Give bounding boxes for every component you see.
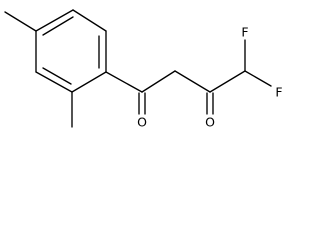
aryl-carbonyl-bond (105, 71, 143, 93)
ring-inner-double-bond-1 (42, 16, 74, 36)
methylene-carbonyl-bond (174, 70, 211, 93)
ring-bond-3 (35, 71, 73, 93)
ring-bond-6 (72, 9, 107, 32)
ring-bond-1 (35, 9, 74, 32)
fluorine-label-1: F (241, 25, 248, 40)
side-chain (105, 39, 272, 115)
ring-bond-4 (71, 71, 107, 93)
carbonyl-difluoromethyl-bond (209, 70, 246, 93)
ring-inner-double-bond-2 (42, 67, 72, 85)
chemical-structure-diagram: O O F F (4, 9, 283, 130)
para-methyl-bond (4, 11, 37, 32)
oxygen-label-2: O (205, 115, 215, 130)
carbon-fluorine-bond-2 (244, 70, 272, 87)
fluorine-label-2: F (275, 85, 282, 100)
oxygen-label-1: O (137, 115, 147, 130)
benzene-ring (35, 9, 107, 93)
carbonyl-methylene-bond (141, 70, 176, 93)
